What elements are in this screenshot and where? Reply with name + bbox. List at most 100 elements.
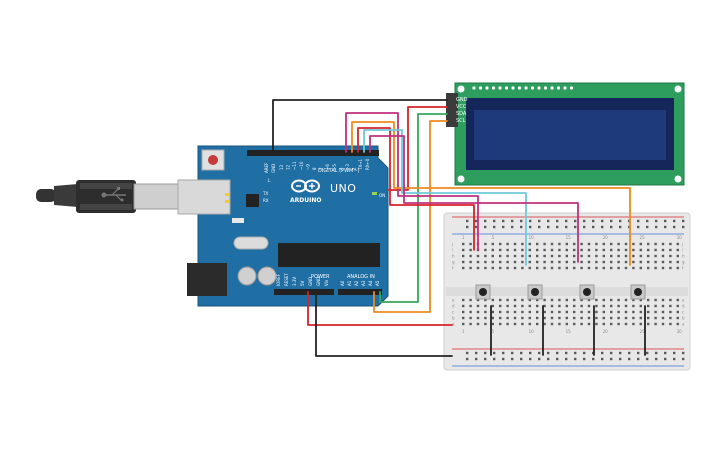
breadboard-rail-hole[interactable] xyxy=(592,219,595,223)
breadboard-hole[interactable] xyxy=(536,304,539,308)
breadboard-hole[interactable] xyxy=(536,260,539,264)
breadboard-hole[interactable] xyxy=(521,304,524,308)
breadboard-hole[interactable] xyxy=(543,316,546,320)
breadboard-rail-hole[interactable] xyxy=(547,219,550,223)
breadboard-rail-hole[interactable] xyxy=(565,351,568,355)
breadboard-hole[interactable] xyxy=(587,266,591,270)
breadboard-rail-hole[interactable] xyxy=(628,357,631,361)
breadboard-hole[interactable] xyxy=(676,254,679,258)
breadboard-hole[interactable] xyxy=(484,322,487,326)
breadboard-hole[interactable] xyxy=(669,254,672,258)
breadboard-hole[interactable] xyxy=(661,260,665,264)
breadboard-hole[interactable] xyxy=(669,242,672,246)
breadboard-hole[interactable] xyxy=(654,316,657,320)
breadboard-hole[interactable] xyxy=(602,260,605,264)
breadboard-rail-hole[interactable] xyxy=(655,225,658,229)
breadboard-hole[interactable] xyxy=(469,298,472,302)
push-button-2[interactable] xyxy=(527,284,543,300)
breadboard-rail-hole[interactable] xyxy=(601,225,604,229)
push-button-4[interactable] xyxy=(630,284,646,300)
breadboard-hole[interactable] xyxy=(469,304,472,308)
breadboard-hole[interactable] xyxy=(661,316,665,320)
breadboard-rail-hole[interactable] xyxy=(538,219,541,223)
breadboard-rail-hole[interactable] xyxy=(466,225,469,229)
breadboard-rail-hole[interactable] xyxy=(637,225,640,229)
breadboard-hole[interactable] xyxy=(676,322,679,326)
breadboard-hole[interactable] xyxy=(484,260,487,264)
breadboard-hole[interactable] xyxy=(639,242,642,246)
breadboard-hole[interactable] xyxy=(550,316,554,320)
breadboard-rail-hole[interactable] xyxy=(556,351,559,355)
wire-cyan-pin2-btn3[interactable] xyxy=(363,129,527,266)
breadboard-hole[interactable] xyxy=(676,316,679,320)
breadboard-rail-hole[interactable] xyxy=(493,351,496,355)
wire-orange-pin4-btn4[interactable] xyxy=(351,121,631,266)
breadboard-hole[interactable] xyxy=(617,242,620,246)
breadboard-hole[interactable] xyxy=(632,248,635,252)
breadboard-hole[interactable] xyxy=(639,322,642,326)
breadboard-hole[interactable] xyxy=(647,316,650,320)
breadboard-hole[interactable] xyxy=(491,298,494,302)
breadboard-hole[interactable] xyxy=(521,322,524,326)
breadboard-hole[interactable] xyxy=(573,242,576,246)
breadboard-hole[interactable] xyxy=(543,248,546,252)
breadboard-hole[interactable] xyxy=(676,266,679,270)
breadboard-hole[interactable] xyxy=(484,304,487,308)
breadboard-hole[interactable] xyxy=(476,322,480,326)
breadboard-rail-hole[interactable] xyxy=(655,219,658,223)
breadboard-hole[interactable] xyxy=(610,322,613,326)
breadboard-hole[interactable] xyxy=(587,316,591,320)
breadboard-hole[interactable] xyxy=(654,298,657,302)
breadboard-hole[interactable] xyxy=(513,310,517,314)
breadboard-hole[interactable] xyxy=(624,304,628,308)
breadboard-hole[interactable] xyxy=(610,310,613,314)
breadboard-hole[interactable] xyxy=(550,260,554,264)
breadboard-hole[interactable] xyxy=(484,254,487,258)
breadboard-hole[interactable] xyxy=(610,316,613,320)
breadboard-hole[interactable] xyxy=(669,248,672,252)
breadboard-rail-hole[interactable] xyxy=(511,225,514,229)
breadboard-hole[interactable] xyxy=(484,310,487,314)
breadboard-hole[interactable] xyxy=(617,260,620,264)
breadboard-hole[interactable] xyxy=(610,298,613,302)
breadboard-hole[interactable] xyxy=(543,242,546,246)
breadboard-hole[interactable] xyxy=(513,260,517,264)
breadboard-hole[interactable] xyxy=(602,316,605,320)
breadboard-hole[interactable] xyxy=(647,248,650,252)
wire-red-5v-rail[interactable] xyxy=(307,291,453,326)
breadboard-rail-hole[interactable] xyxy=(565,219,568,223)
breadboard-hole[interactable] xyxy=(639,260,642,264)
breadboard-rail-hole[interactable] xyxy=(646,357,649,361)
push-button-3[interactable] xyxy=(579,284,595,300)
breadboard-rail-hole[interactable] xyxy=(619,357,622,361)
breadboard-rail-hole[interactable] xyxy=(610,357,613,361)
breadboard-hole[interactable] xyxy=(676,260,679,264)
wire-black-gnd-lcd[interactable] xyxy=(272,99,448,153)
breadboard-hole[interactable] xyxy=(558,260,561,264)
breadboard-rail-hole[interactable] xyxy=(502,219,505,223)
breadboard-rail-hole[interactable] xyxy=(538,357,541,361)
breadboard-rail-hole[interactable] xyxy=(511,351,514,355)
breadboard-hole[interactable] xyxy=(565,266,568,270)
breadboard-hole[interactable] xyxy=(580,304,583,308)
breadboard-hole[interactable] xyxy=(595,242,598,246)
breadboard-rail-hole[interactable] xyxy=(484,225,487,229)
breadboard-hole[interactable] xyxy=(528,316,531,320)
breadboard-rail-hole[interactable] xyxy=(556,357,559,361)
breadboard-hole[interactable] xyxy=(617,248,620,252)
breadboard-hole[interactable] xyxy=(573,260,576,264)
breadboard-hole[interactable] xyxy=(543,254,546,258)
breadboard-hole[interactable] xyxy=(499,254,502,258)
breadboard-hole[interactable] xyxy=(484,248,487,252)
breadboard-rail-hole[interactable] xyxy=(475,225,478,229)
breadboard-rail-hole[interactable] xyxy=(673,351,676,355)
breadboard-rail-hole[interactable] xyxy=(466,351,469,355)
breadboard-rail-hole[interactable] xyxy=(682,351,685,355)
breadboard-hole[interactable] xyxy=(632,316,635,320)
breadboard-hole[interactable] xyxy=(506,298,509,302)
breadboard-hole[interactable] xyxy=(491,316,494,320)
breadboard-rail-hole[interactable] xyxy=(619,351,622,355)
breadboard-hole[interactable] xyxy=(654,322,657,326)
breadboard-hole[interactable] xyxy=(595,298,598,302)
